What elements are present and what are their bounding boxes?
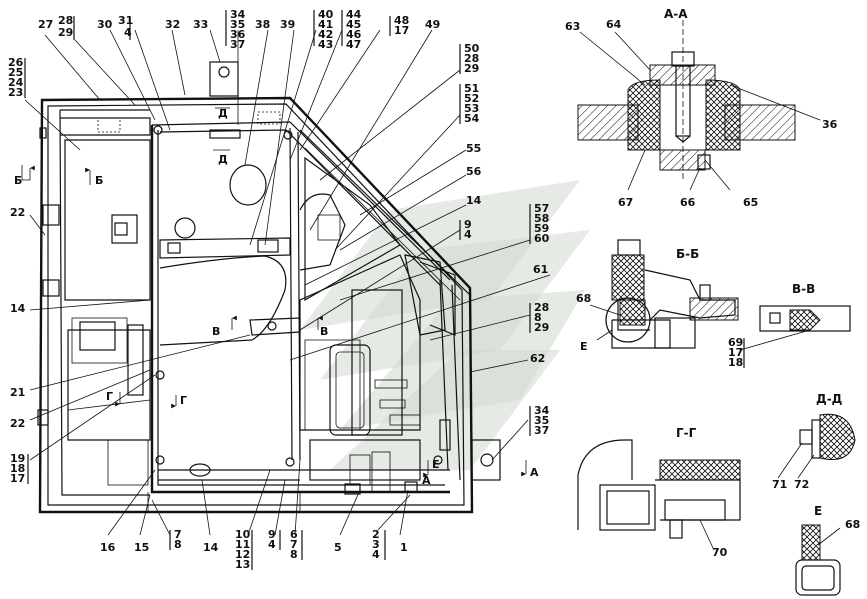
- label-64: 64: [606, 18, 622, 31]
- label-21: 21: [10, 386, 25, 399]
- label-14-left: 14: [10, 302, 26, 315]
- section-dd-view: [777, 413, 856, 479]
- title-section-gg: Г-Г: [676, 426, 697, 440]
- title-section-e: Е: [814, 504, 822, 518]
- cut-mark-d-top: Д: [218, 107, 228, 120]
- label-group-9: 9 4: [464, 218, 476, 241]
- label-32: 32: [165, 18, 180, 31]
- label-group-34: 34 35 36 37: [230, 8, 249, 51]
- label-36: 36: [822, 118, 838, 131]
- label-61: 61: [533, 263, 548, 276]
- label-group-28b: 28 8 29: [534, 301, 553, 334]
- label-49: 49: [425, 18, 440, 31]
- label-66: 66: [680, 196, 696, 209]
- label-group-69: 69 17 18: [728, 336, 747, 369]
- label-55: 55: [466, 142, 481, 155]
- title-section-aa: А-А: [664, 7, 688, 21]
- label-group-10: 10 11 12 13: [235, 528, 254, 571]
- label-group-6: 6 7 8: [290, 528, 302, 561]
- label-65: 65: [743, 196, 758, 209]
- section-bb-view: [589, 239, 739, 349]
- cut-mark-a-right: А: [530, 466, 539, 479]
- cut-mark-letters: Б Б Д Д В В Г Г А А Е Е: [14, 107, 588, 487]
- label-71: 71: [772, 478, 787, 491]
- cut-mark-v-right: В: [320, 325, 328, 338]
- title-section-dd: Д-Д: [816, 392, 842, 406]
- label-bracket-bars: [24, 10, 745, 570]
- label-1: 1: [400, 541, 408, 554]
- section-vv-view: [739, 305, 851, 351]
- cut-mark-v-left: В: [212, 325, 220, 338]
- section-titles: А-А Б-Б В-В Г-Г Д-Д Е: [664, 7, 842, 518]
- label-14-bottom: 14: [203, 541, 219, 554]
- cut-mark-e-main: Е: [432, 458, 440, 471]
- label-33: 33: [193, 18, 208, 31]
- label-group-9b: 9 4: [268, 528, 280, 551]
- leader-lines-main: [24, 29, 551, 536]
- label-group-44: 44 45 46 47: [346, 8, 365, 51]
- label-68: 68: [576, 292, 591, 305]
- section-aa-view: [577, 20, 821, 191]
- title-section-vv: В-В: [792, 282, 815, 296]
- label-group-19: 19 18 17: [10, 452, 29, 485]
- label-28: 28: [58, 14, 73, 27]
- label-group-40: 40 41 42 43: [318, 8, 337, 51]
- label-62: 62: [530, 352, 545, 365]
- cab-main-view: [37, 61, 501, 514]
- label-group-57: 57 58 59 60: [534, 202, 553, 245]
- label-group-7: 7 8: [174, 528, 186, 551]
- cut-mark-a-left: А: [422, 474, 431, 487]
- label-group-2: 2 3 4: [372, 528, 384, 561]
- label-70: 70: [712, 546, 728, 559]
- label-22-lower: 22: [10, 417, 25, 430]
- label-30: 30: [97, 18, 113, 31]
- label-56: 56: [466, 165, 482, 178]
- label-72: 72: [794, 478, 809, 491]
- cut-mark-b-right: Б: [95, 174, 103, 187]
- label-14-right: 14: [466, 194, 482, 207]
- label-group-26: 26 25 24 23: [8, 56, 27, 99]
- label-16: 16: [100, 541, 116, 554]
- label-5: 5: [334, 541, 342, 554]
- section-gg-view: [577, 439, 741, 549]
- part-labels: 27 28 29 30 31 4 32 33 34 35 36 37 38 39…: [8, 8, 860, 571]
- label-29: 29: [58, 26, 73, 39]
- label-39: 39: [280, 18, 295, 31]
- label-27: 27: [38, 18, 53, 31]
- label-68-e: 68: [845, 518, 860, 531]
- cut-mark-d-bottom: Д: [218, 153, 228, 166]
- label-group-51: 51 52 53 54: [464, 82, 483, 125]
- cut-arrows: [21, 107, 527, 478]
- label-group-34b: 34 35 37: [534, 404, 553, 437]
- label-15: 15: [134, 541, 149, 554]
- cut-mark-g-left: Г: [106, 390, 113, 403]
- cut-mark-g-right: Г: [180, 394, 187, 407]
- section-e-view: [795, 524, 841, 596]
- label-38: 38: [255, 18, 270, 31]
- cut-mark-b-left: Б: [14, 174, 22, 187]
- title-section-bb: Б-Б: [676, 247, 699, 261]
- cut-mark-e-bb: Е: [580, 340, 588, 353]
- label-22-upper: 22: [10, 206, 25, 219]
- label-group-50: 50 28 29: [464, 42, 483, 75]
- label-4: 4: [124, 26, 132, 39]
- label-67: 67: [618, 196, 633, 209]
- label-63: 63: [565, 20, 580, 33]
- label-group-48: 48 17: [394, 14, 413, 37]
